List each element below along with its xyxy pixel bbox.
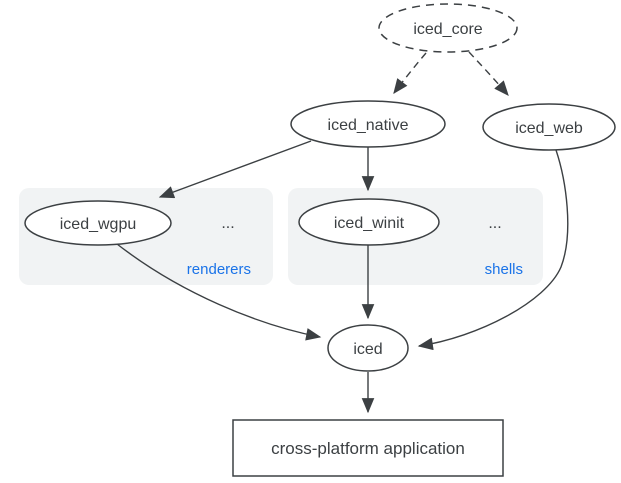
node-cross-platform-application: cross-platform application [232, 419, 504, 477]
renderers-ellipsis: ... [221, 215, 234, 232]
iced-native-label: iced_native [328, 117, 409, 134]
iced-winit-label: iced_winit [334, 215, 405, 232]
edge-web-to-iced [417, 149, 569, 351]
iced-web-label: iced_web [515, 120, 583, 137]
iced-label: iced [353, 341, 382, 358]
iced-native-ellipse [290, 100, 446, 148]
iced-winit-ellipse [298, 198, 440, 246]
iced-core-ellipse [378, 3, 518, 53]
shells-group-label: shells [485, 261, 523, 278]
app-rectangle [232, 419, 504, 477]
node-iced-core: iced_core [378, 3, 518, 53]
shells-ellipsis: ... [488, 215, 501, 232]
node-iced-wgpu: iced_wgpu [24, 200, 172, 246]
diagram-edges [116, 51, 569, 414]
renderers-group-label: renderers [187, 261, 251, 278]
node-iced-native: iced_native [290, 100, 446, 148]
edge-wgpu-to-iced [116, 243, 322, 341]
iced-core-label: iced_core [413, 21, 482, 38]
iced-ellipse [327, 324, 409, 372]
iced-wgpu-label: iced_wgpu [60, 216, 137, 233]
node-iced-web: iced_web [482, 103, 616, 151]
iced-web-ellipse [482, 103, 616, 151]
iced-wgpu-ellipse [24, 200, 172, 246]
edge-core-to-native [393, 52, 427, 95]
node-iced-winit: iced_winit [298, 198, 440, 246]
app-label: cross-platform application [271, 439, 465, 458]
edge-native-to-wgpu [158, 140, 312, 199]
edge-core-to-web [468, 51, 509, 96]
node-iced: iced [327, 324, 409, 372]
